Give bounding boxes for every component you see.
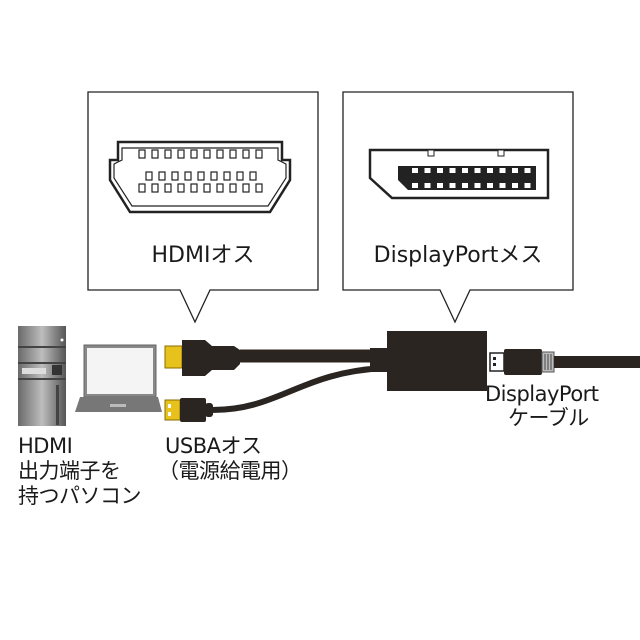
usb-label-line1: USBAオス <box>165 434 262 458</box>
connector-pin <box>449 168 456 173</box>
connector-pin <box>216 149 224 159</box>
connector-pin <box>249 171 257 181</box>
connector-pin <box>177 183 185 193</box>
displayport-port-illustration <box>368 148 550 200</box>
connector-pin <box>158 171 166 181</box>
connector-pin <box>424 168 431 173</box>
hdmi-port-illustration <box>108 140 292 214</box>
connector-pin <box>190 183 198 193</box>
connector-pin <box>449 183 456 188</box>
connector-pin <box>462 168 468 173</box>
connector-pin <box>499 183 506 188</box>
connector-pin <box>512 183 518 188</box>
connector-pin <box>138 183 146 193</box>
connector-pin <box>255 149 263 159</box>
connector-pin <box>177 149 185 159</box>
connector-pin <box>487 183 493 188</box>
displayport-cable-plug <box>489 349 640 375</box>
connector-pin <box>190 149 198 159</box>
connector-pin <box>197 171 205 181</box>
connector-pin <box>164 183 172 193</box>
dp-callout-box <box>342 91 574 324</box>
laptop-icon <box>75 344 162 412</box>
connector-pin <box>145 171 153 181</box>
connector-pin <box>151 183 159 193</box>
dp-cable-label-line2: ケーブル <box>508 406 589 430</box>
connector-pin <box>524 168 531 173</box>
connector-pin <box>236 171 244 181</box>
connector-pin <box>512 168 518 173</box>
displayport-female-label: DisplayPortメス <box>373 243 543 268</box>
connector-pin <box>229 183 237 193</box>
pc-label-line1: HDMI <box>18 434 73 458</box>
connector-pin <box>229 149 237 159</box>
hdmi-male-plug <box>164 340 240 376</box>
connector-pin <box>171 171 179 181</box>
connector-pin <box>499 168 506 173</box>
connector-pin <box>184 171 192 181</box>
usb-cable <box>211 365 386 413</box>
connector-pin <box>242 149 250 159</box>
dp-cable-label-line1: DisplayPort <box>485 382 599 406</box>
connector-pin <box>203 149 211 159</box>
connector-pin <box>437 168 443 173</box>
pc-label-line3: 持つパソコン <box>18 484 142 508</box>
usb-label-line2: （電源給電用） <box>158 459 302 483</box>
connector-pin <box>203 183 211 193</box>
connector-pin <box>462 183 468 188</box>
connector-pin <box>474 168 481 173</box>
connector-pin <box>424 183 431 188</box>
connector-pin <box>138 149 146 159</box>
connector-pin <box>437 183 443 188</box>
connector-pin <box>151 149 159 159</box>
pc-label-line2: 出力端子を <box>18 459 121 483</box>
connector-pin <box>474 183 481 188</box>
hdmi-male-label: HDMIオス <box>151 243 255 268</box>
connector-pin <box>412 183 418 188</box>
connector-pin <box>216 183 224 193</box>
connector-pin <box>210 171 218 181</box>
usb-a-male-plug <box>164 398 213 422</box>
connector-pin <box>412 168 418 173</box>
connector-pin <box>164 149 172 159</box>
connector-pin <box>487 168 493 173</box>
adapter-body <box>387 331 487 391</box>
connector-pin <box>524 183 531 188</box>
desktop-pc-icon <box>18 326 66 426</box>
connector-pin <box>223 171 231 181</box>
connector-pin <box>255 183 263 193</box>
connector-pin <box>242 183 250 193</box>
